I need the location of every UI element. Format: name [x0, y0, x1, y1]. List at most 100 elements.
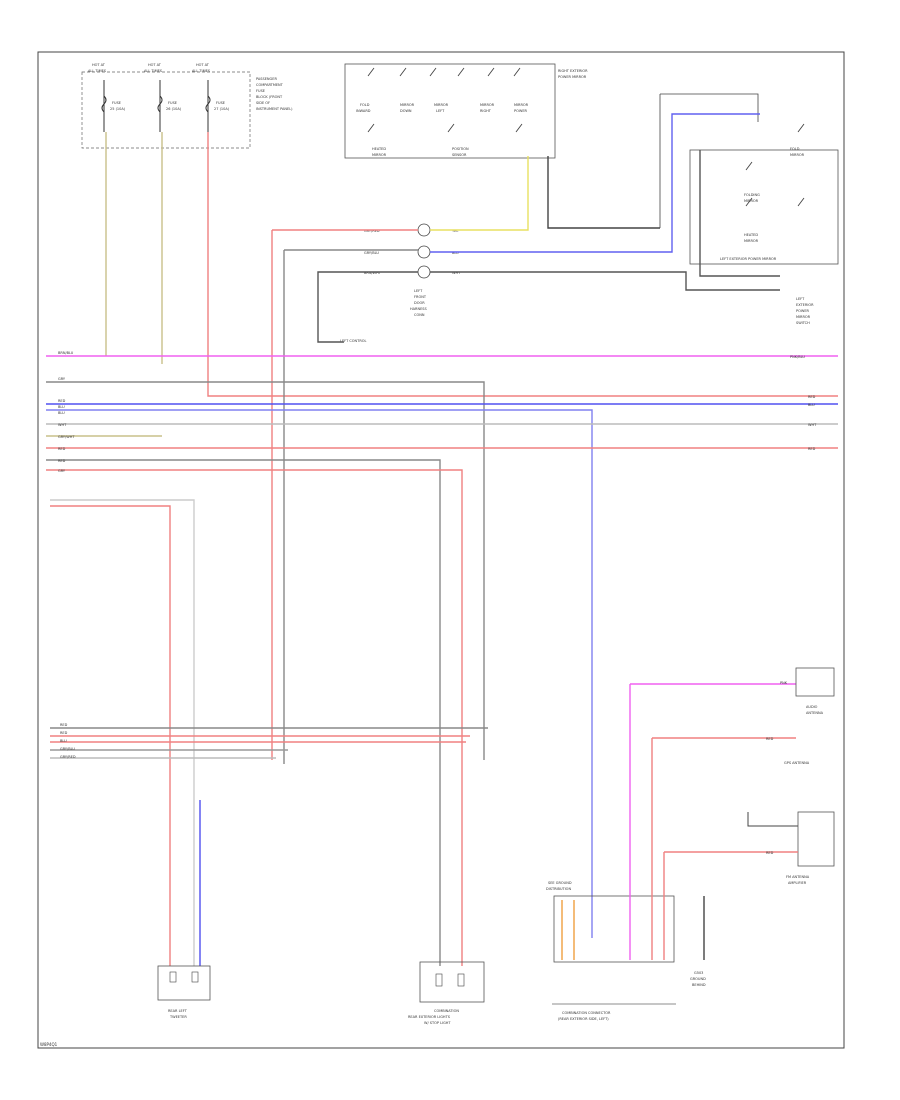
svg-text:INSTRUMENT PANEL): INSTRUMENT PANEL): [256, 107, 293, 111]
right-mirror-switch: RIGHT EXTERIOR POWER MIRROR FOLD INWARD …: [344, 63, 588, 159]
svg-text:RIGHT: RIGHT: [480, 109, 492, 113]
svg-text:RED: RED: [60, 731, 68, 735]
svg-text:HOT AT: HOT AT: [148, 63, 162, 67]
svg-text:MIRROR: MIRROR: [372, 153, 387, 157]
svg-text:LEFT EXTERIOR POWER MIRROR: LEFT EXTERIOR POWER MIRROR: [720, 257, 777, 261]
svg-text:GRY/RED: GRY/RED: [60, 755, 76, 759]
svg-text:POWER: POWER: [514, 109, 528, 113]
svg-text:MIRROR: MIRROR: [434, 103, 449, 107]
svg-text:PNK: PNK: [780, 681, 788, 685]
fm-antenna-amplifier: RED FM ANTENNA AMPLIFIER: [664, 811, 835, 885]
svg-text:RED: RED: [808, 447, 816, 451]
fuse-box-label: PASSENGER COMPARTMENT FUSE BLOCK (FRONT …: [256, 77, 293, 111]
svg-text:SWITCH: SWITCH: [796, 321, 810, 325]
svg-text:PASSENGER: PASSENGER: [256, 77, 277, 81]
svg-text:BLU: BLU: [452, 251, 459, 255]
svg-text:SIDE OF: SIDE OF: [256, 101, 270, 105]
svg-text:AUDIO: AUDIO: [806, 705, 818, 709]
svg-text:W/ STOP LIGHT: W/ STOP LIGHT: [424, 1021, 451, 1025]
svg-text:GROUND: GROUND: [690, 977, 706, 981]
svg-text:BLU: BLU: [808, 403, 815, 407]
svg-text:RED: RED: [808, 395, 816, 399]
svg-text:WHT: WHT: [452, 271, 461, 275]
svg-text:POSITION: POSITION: [452, 147, 469, 151]
svg-text:GRY/WHT: GRY/WHT: [58, 435, 75, 439]
svg-text:BRN/WHT: BRN/WHT: [364, 271, 382, 275]
svg-text:LEFT: LEFT: [436, 109, 445, 113]
svg-text:HEATED: HEATED: [744, 233, 758, 237]
fuse-25: HOT AT ALL TIMES FUSE 25 (10A): [88, 63, 126, 132]
svg-text:MIRROR: MIRROR: [744, 239, 759, 243]
svg-text:RIGHT EXTERIOR: RIGHT EXTERIOR: [558, 69, 588, 73]
svg-text:MIRROR: MIRROR: [514, 103, 529, 107]
wire-bus: BRN/BLU GRY RED BLU BLU WHT GRY/WHT RED …: [46, 351, 838, 966]
svg-text:SENSOR: SENSOR: [452, 153, 467, 157]
svg-text:BRN/BLU: BRN/BLU: [58, 351, 74, 355]
audio-antenna: PNK AUDIO ANTENNA: [630, 667, 835, 715]
svg-text:BLU: BLU: [58, 411, 65, 415]
svg-text:GRY: GRY: [58, 377, 66, 381]
svg-text:GRY: GRY: [58, 469, 66, 473]
svg-text:FUSE: FUSE: [168, 101, 177, 105]
svg-text:DOWN: DOWN: [400, 109, 412, 113]
svg-text:27 (10A): 27 (10A): [214, 107, 230, 111]
svg-text:RED: RED: [58, 399, 66, 403]
svg-text:MIRROR: MIRROR: [480, 103, 495, 107]
svg-text:CONN: CONN: [414, 313, 425, 317]
svg-text:PNK/BLU: PNK/BLU: [790, 355, 805, 359]
svg-text:DOOR: DOOR: [414, 301, 425, 305]
svg-text:FM ANTENNA: FM ANTENNA: [786, 875, 810, 879]
svg-text:REAR LEFT: REAR LEFT: [168, 1009, 188, 1013]
svg-text:BEHIND: BEHIND: [692, 983, 706, 987]
svg-text:GRY/BLU: GRY/BLU: [364, 251, 379, 255]
svg-text:ALL TIMES: ALL TIMES: [144, 69, 163, 73]
svg-text:LEFT CONTROL: LEFT CONTROL: [340, 339, 367, 343]
gps-antenna: RED GPS ANTENNA: [652, 737, 810, 765]
svg-text:AMPLIFIER: AMPLIFIER: [788, 881, 807, 885]
svg-text:TWEETER: TWEETER: [169, 1015, 187, 1019]
svg-text:POWER MIRROR: POWER MIRROR: [558, 75, 587, 79]
lower-wire-bus: RED RED BLU GRY/BLU GRY/RED: [50, 723, 488, 966]
svg-text:FOLDING: FOLDING: [744, 193, 760, 197]
svg-text:(REAR EXTERIOR SIDE, LEFT): (REAR EXTERIOR SIDE, LEFT): [558, 1017, 609, 1021]
svg-text:COMPARTMENT: COMPARTMENT: [256, 83, 284, 87]
svg-text:G503: G503: [694, 971, 703, 975]
svg-text:MIRROR: MIRROR: [400, 103, 415, 107]
svg-text:COMBINATION: COMBINATION: [434, 1009, 459, 1013]
svg-text:WHT: WHT: [808, 423, 817, 427]
svg-text:RED: RED: [766, 851, 774, 855]
svg-text:REAR EXTERIOR LIGHTS: REAR EXTERIOR LIGHTS: [408, 1015, 451, 1019]
left-mirror: FOLD MIRROR FOLDING MIRROR HEATED MIRROR…: [659, 93, 839, 325]
rear-harness-connector: SEE GROUND DISTRIBUTION COMBINATION CONN…: [546, 684, 705, 1021]
svg-text:HARNESS: HARNESS: [410, 307, 428, 311]
svg-text:RED: RED: [60, 723, 68, 727]
fuse-27: HOT AT ALL TIMES FUSE 27 (10A): [192, 63, 230, 132]
svg-text:ALL TIMES: ALL TIMES: [192, 69, 211, 73]
door-harness-connector: GRY/RED GRY/BLU BRN/WHT YEL BLU WHT LEFT…: [340, 223, 461, 343]
combination-rear-light: COMBINATION REAR EXTERIOR LIGHTS W/ STOP…: [408, 961, 485, 1025]
svg-text:COMBINATION CONNECTOR: COMBINATION CONNECTOR: [562, 1011, 611, 1015]
svg-text:SEE GROUND: SEE GROUND: [548, 881, 572, 885]
svg-text:BLOCK (FRONT: BLOCK (FRONT: [256, 95, 283, 99]
svg-text:GRY/RED: GRY/RED: [364, 229, 380, 233]
svg-text:WHT: WHT: [58, 423, 67, 427]
svg-text:MIRROR: MIRROR: [790, 153, 805, 157]
svg-text:26 (10A): 26 (10A): [166, 107, 182, 111]
svg-text:LEFT: LEFT: [796, 297, 805, 301]
wires-top: [105, 113, 838, 764]
svg-text:RED: RED: [58, 459, 66, 463]
svg-text:MIRROR: MIRROR: [744, 199, 759, 203]
svg-text:25 (10A): 25 (10A): [110, 107, 126, 111]
svg-text:GRY/BLU: GRY/BLU: [60, 747, 75, 751]
svg-text:BLU: BLU: [60, 739, 67, 743]
svg-text:RED: RED: [58, 447, 66, 451]
svg-text:GPS ANTENNA: GPS ANTENNA: [784, 761, 810, 765]
svg-text:HEATED: HEATED: [372, 147, 386, 151]
svg-text:ALL TIMES: ALL TIMES: [88, 69, 107, 73]
svg-text:INWARD: INWARD: [356, 109, 371, 113]
ground-g503: G503 GROUND BEHIND: [690, 971, 706, 987]
svg-text:YEL: YEL: [452, 229, 458, 233]
svg-text:FUSE: FUSE: [112, 101, 121, 105]
svg-text:ANTENNA: ANTENNA: [806, 711, 824, 715]
